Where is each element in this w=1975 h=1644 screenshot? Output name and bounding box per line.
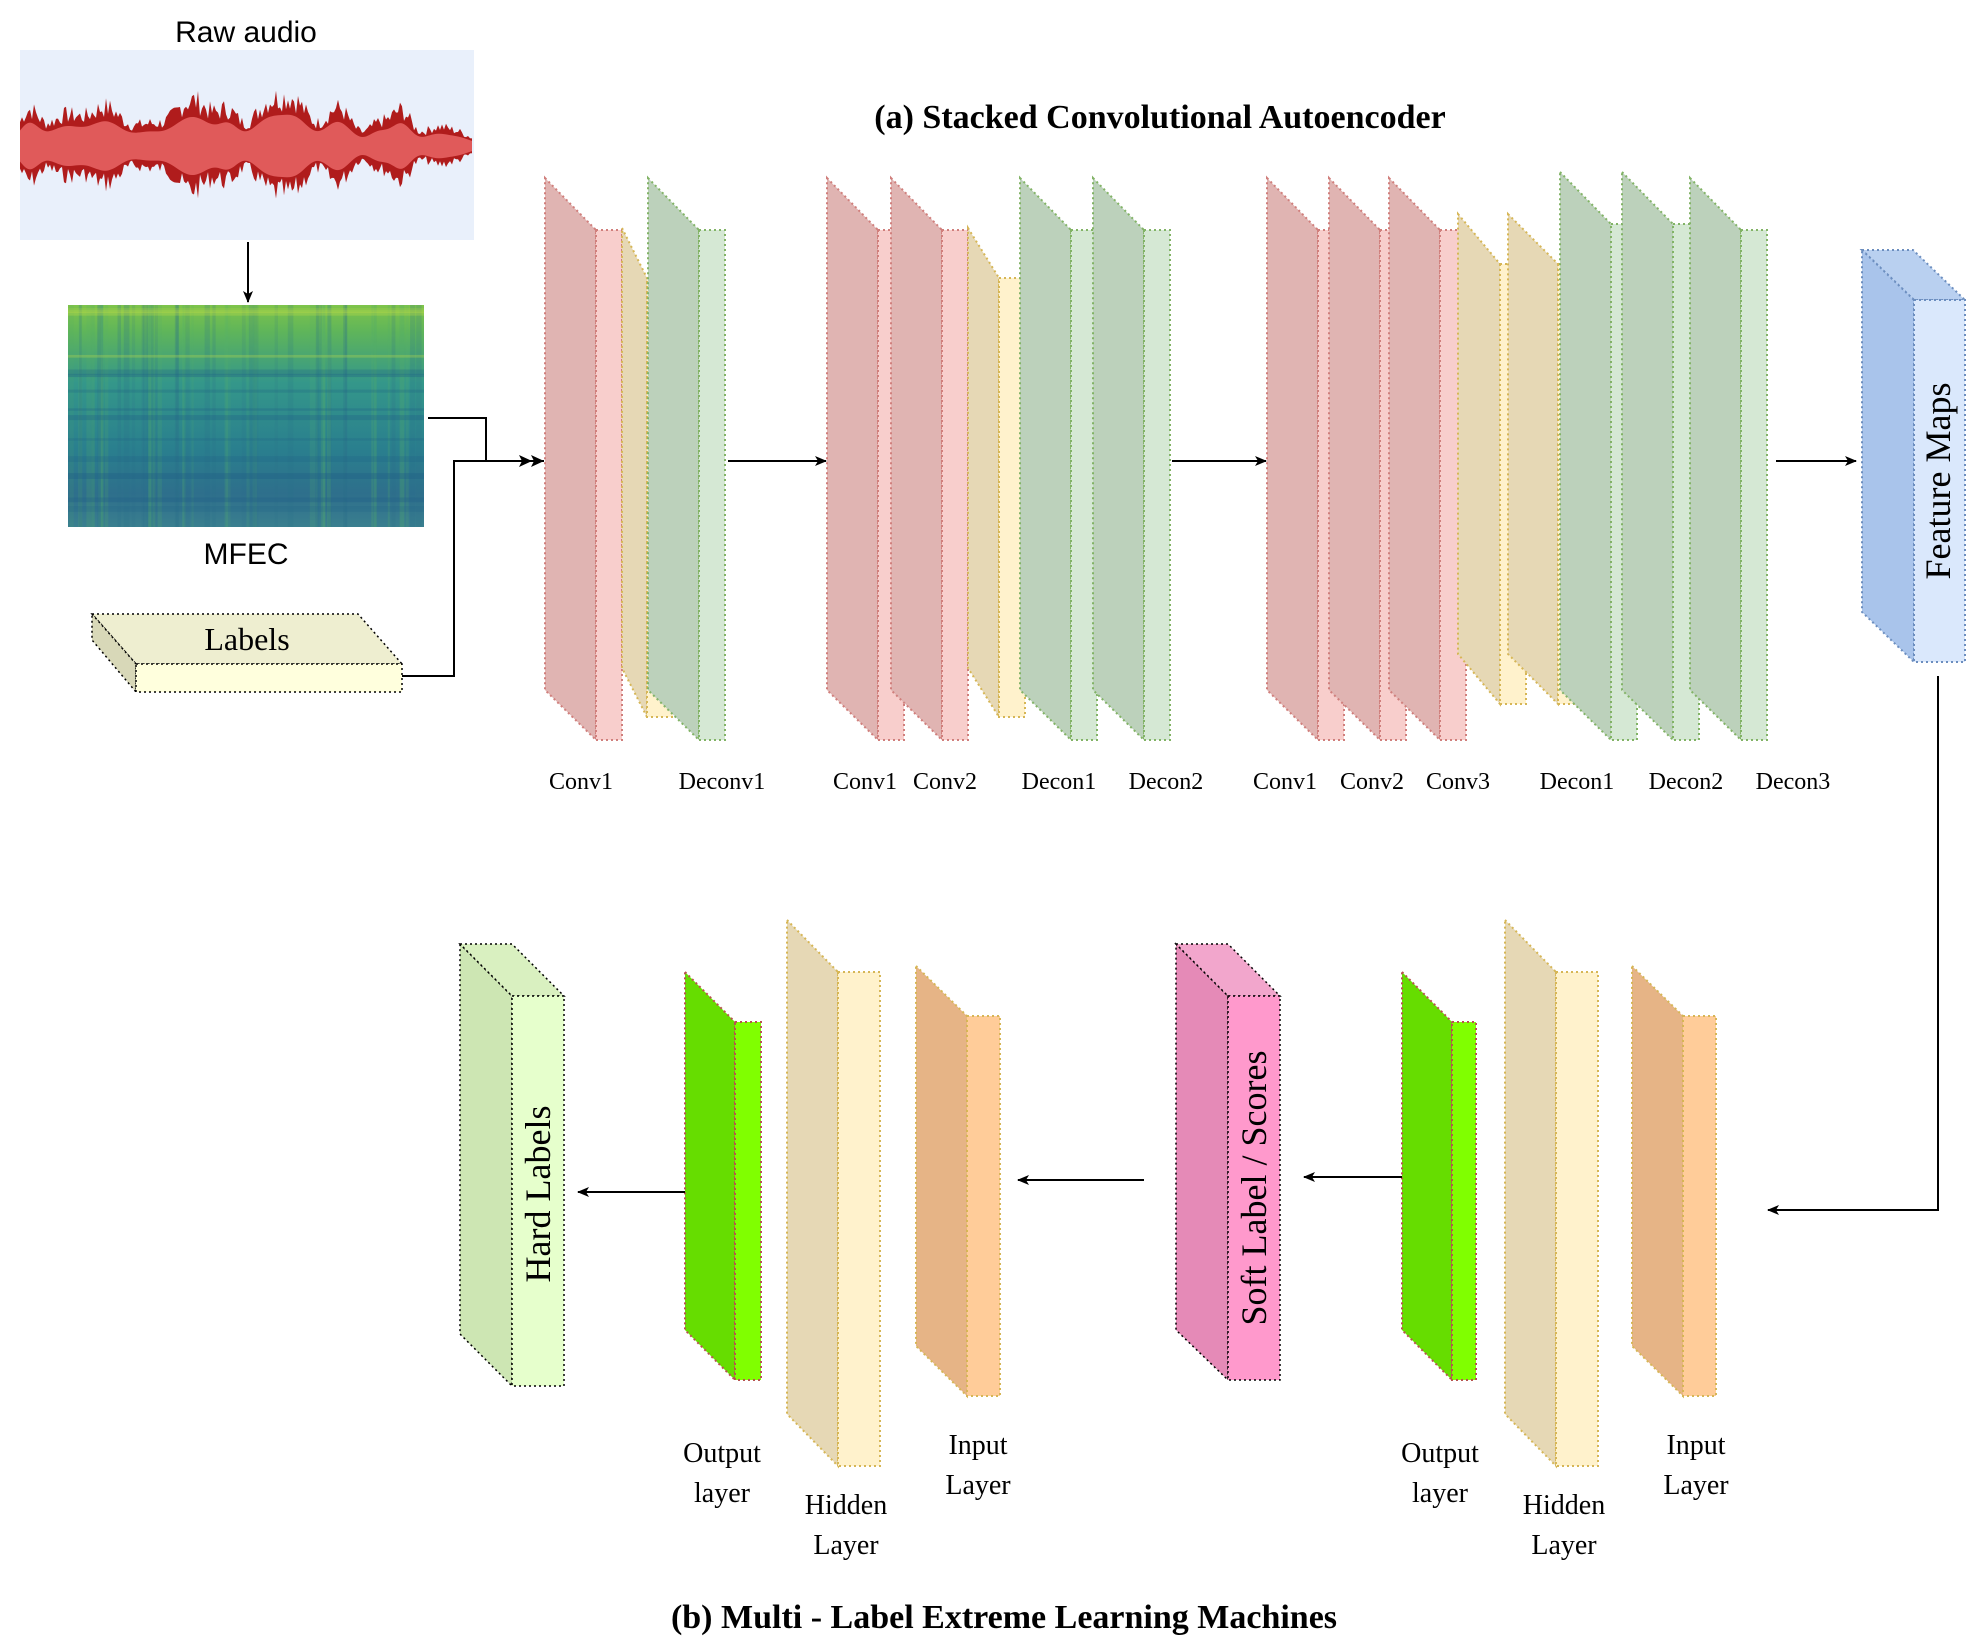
s2-pool-layer [967, 224, 1026, 721]
feature-maps-block: Feature Maps [1859, 247, 1968, 665]
raw-audio-label: Raw audio [175, 16, 317, 49]
elm2-hidden-label-1: Hidden [1523, 1490, 1605, 1521]
elm1-input-label-2: Layer [945, 1470, 1011, 1501]
mfec-spectrogram [68, 305, 424, 527]
feature-maps-text: Feature Maps [1918, 383, 1958, 580]
stack3 [1266, 169, 1768, 743]
elm2-output-layer [1401, 969, 1477, 1383]
elm2-input-label-1: Input [1666, 1430, 1725, 1461]
elm2-hidden-label-2: Layer [1531, 1530, 1597, 1561]
s1-conv1-layer [544, 175, 623, 743]
s2-decon1-layer [1019, 175, 1098, 743]
elm2-output-label-2: layer [1412, 1478, 1469, 1509]
s3-decon3-label: Decon3 [1756, 769, 1831, 795]
elm1-hidden-label-1: Hidden [805, 1490, 887, 1521]
elm2 [1401, 917, 1717, 1469]
hard-labels-block: Hard Labels [458, 942, 566, 1388]
stack2 [826, 175, 1171, 743]
elm1-input-layer [915, 963, 1001, 1399]
hard-labels-text: Hard Labels [518, 1106, 558, 1283]
s3-decon3-layer [1689, 175, 1768, 743]
elm2-hidden-layer [1504, 917, 1599, 1469]
labels-input-block: Labels [90, 612, 404, 695]
elm1-output-label-2: layer [694, 1478, 751, 1509]
elm1-hidden-layer [786, 917, 881, 1469]
connector-labels [402, 455, 544, 677]
elm1-hidden-label-2: Layer [813, 1530, 879, 1561]
s2-decon1-label: Decon1 [1022, 769, 1097, 795]
labels-text: Labels [204, 621, 289, 657]
soft-label-block: Soft Label / Scores [1174, 942, 1282, 1382]
title-a: (a) Stacked Convolutional Autoencoder [874, 99, 1445, 136]
elm1-output-label-1: Output [683, 1438, 761, 1469]
s3-decon2-layer [1621, 169, 1700, 743]
s2-decon2-label: Decon2 [1129, 769, 1204, 795]
elm2-input-layer [1631, 963, 1717, 1399]
s3-conv2-label: Conv2 [1340, 769, 1404, 795]
s2-conv2-label: Conv2 [913, 769, 977, 795]
s2-decon2-layer [1092, 175, 1171, 743]
title-b: (b) Multi - Label Extreme Learning Machi… [671, 1599, 1337, 1636]
s1-deconv1-label: Deconv1 [679, 769, 766, 795]
elm1 [684, 917, 1001, 1469]
stack1 [544, 175, 726, 743]
s1-conv1-label: Conv1 [549, 769, 613, 795]
elm2-input-label-2: Layer [1663, 1470, 1729, 1501]
s2-conv2-layer [890, 175, 969, 743]
raw-audio-waveform [20, 50, 474, 240]
connector-feature-maps-to-elm [1767, 676, 1939, 1215]
mfec-label: MFEC [204, 538, 289, 571]
elm2-output-label-1: Output [1401, 1438, 1479, 1469]
layer-labels: Conv1 Deconv1 Conv1 Conv2 Decon1 Decon2 … [549, 769, 1830, 795]
s3-decon2-label: Decon2 [1649, 769, 1724, 795]
connector-mfec [428, 417, 487, 461]
s3-conv3-label: Conv3 [1426, 769, 1490, 795]
s3-conv3-layer [1388, 175, 1467, 743]
s3-decon1-label: Decon1 [1540, 769, 1615, 795]
soft-label-text: Soft Label / Scores [1234, 1051, 1274, 1326]
s3-conv1-label: Conv1 [1253, 769, 1317, 795]
s2-conv1-label: Conv1 [833, 769, 897, 795]
elm1-input-label-1: Input [948, 1430, 1007, 1461]
s1-deconv1-layer [647, 175, 726, 743]
elm1-output-layer [684, 969, 762, 1383]
